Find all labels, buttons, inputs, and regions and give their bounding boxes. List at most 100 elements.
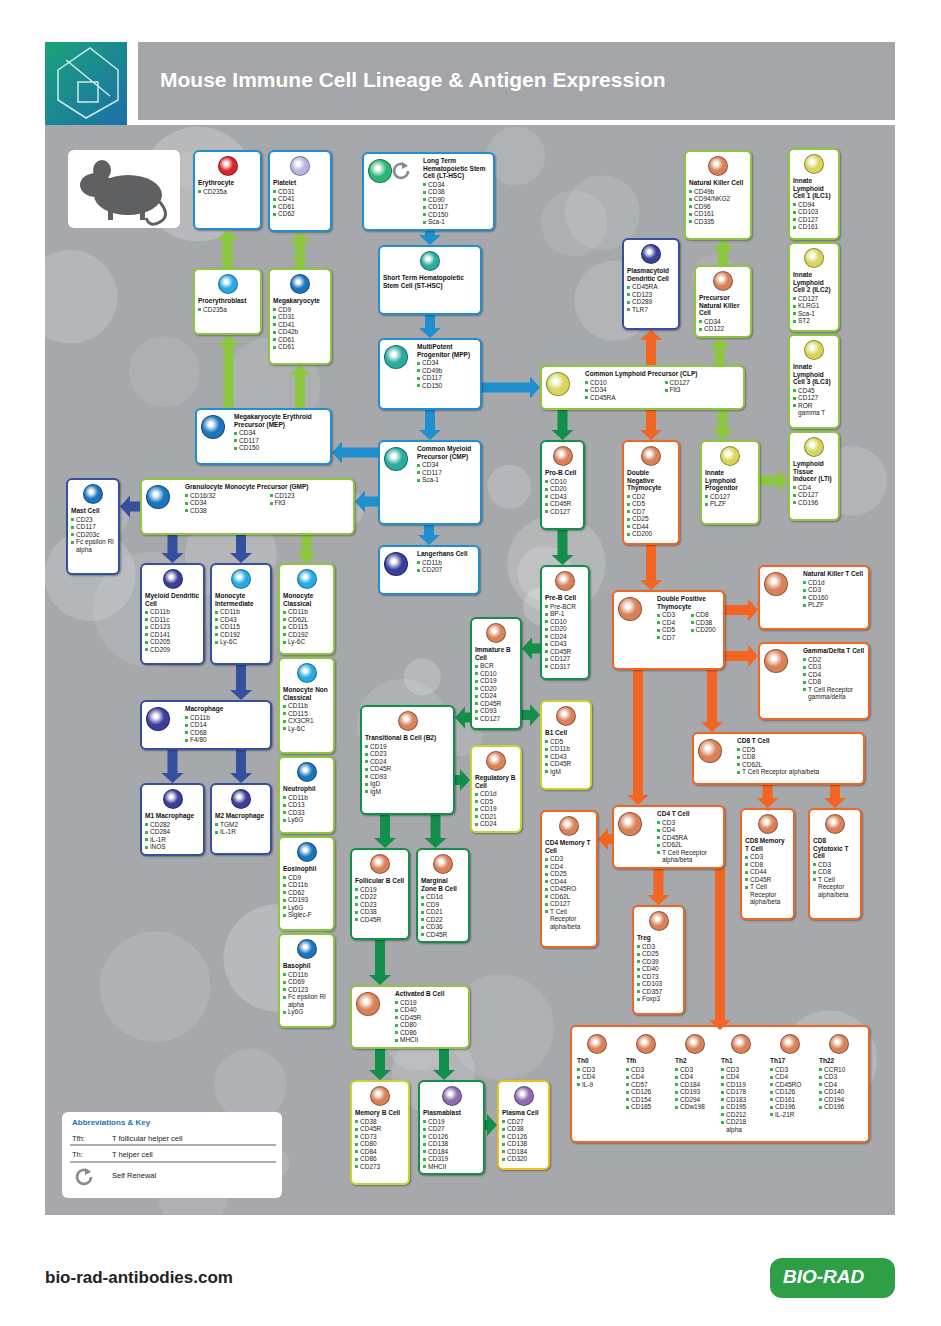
antigen-marker: CD4 (793, 484, 835, 492)
arrow-head (369, 975, 391, 985)
lineage-arrow (217, 230, 239, 268)
antigen-marker: CD4 (803, 671, 865, 679)
antigen-marker: Sca-1 (417, 476, 477, 484)
antigen-marker: CD20 (545, 625, 585, 633)
antigen-marker: CD126 (502, 1133, 545, 1141)
cell-name: Th2 (675, 1057, 715, 1065)
bokeh-circle (488, 465, 532, 509)
cell-icon (758, 814, 778, 834)
cell-name: Platelet (273, 179, 327, 187)
antigen-marker: CD13 (283, 801, 330, 809)
antigen-marker: CD45R (395, 1014, 465, 1022)
antigen-marker: CD1d (421, 893, 465, 901)
cell-box: CD8 T CellCD5CD8CD62LT Cell Receptor alp… (692, 732, 865, 785)
icon-column (145, 483, 185, 530)
arrow-head (374, 838, 396, 848)
arrow-shaft (646, 545, 656, 580)
lineage-arrow (289, 365, 311, 408)
bokeh-circle (541, 190, 607, 256)
cell-box: Natural Killer CellCD49bCD94/NKG2CD96CD1… (684, 150, 752, 240)
lineage-arrow (485, 1114, 497, 1136)
cell-icon (384, 552, 408, 576)
antigen-marker: CD41 (273, 195, 327, 203)
cell-name: CD4 T Cell (657, 810, 720, 818)
cell-box: Th0CD3CD4IL-9 (574, 1030, 620, 1130)
antigen-marker: T Cell Receptor alpha/beta (545, 908, 593, 931)
cell-icon (556, 706, 576, 726)
antigen-marker: CD45RO (545, 885, 593, 893)
antigen-marker: Sca-1 (793, 310, 835, 318)
lineage-arrow (162, 535, 184, 563)
icon-column (545, 370, 585, 405)
arrow-shaft (633, 670, 643, 795)
antigen-marker: CD2 (803, 656, 865, 664)
cell-name: CD8 T Cell (737, 737, 860, 745)
antigen-marker: Ly-6C (283, 638, 330, 646)
antigen-marker: CD34 (234, 429, 327, 437)
cell-icon (514, 1086, 534, 1106)
cell-name: Erythrocyte (198, 179, 257, 187)
antigen-marker: Fc epsilon RI alpha (283, 993, 330, 1008)
lineage-arrow (230, 665, 252, 700)
cell-icon (370, 1086, 390, 1106)
marker-list: CD10CD34CD45RACD127Flt3 (585, 379, 740, 402)
antigen-marker: CD19 (395, 999, 465, 1007)
antigen-marker: CD192 (215, 631, 267, 639)
lineage-arrow (425, 815, 447, 848)
arrow-head (627, 795, 649, 805)
antigen-marker: CD203c (71, 531, 115, 539)
lineage-arrow (640, 410, 662, 440)
arrow-shaft (558, 410, 568, 430)
marker-list: CD34CD38CD90CD117CD150Sca-1 (423, 181, 490, 226)
cell-icon (384, 447, 408, 471)
antigen-marker: IL-1R (215, 828, 267, 836)
lineage-arrow (419, 315, 441, 338)
cell-icon (804, 154, 824, 174)
arrow-shaft (532, 644, 540, 654)
marker-list: CD34CD117Sca-1 (417, 461, 477, 484)
cell-name: Th0 (577, 1057, 617, 1065)
legend-rule (70, 1162, 276, 1163)
cell-icon (555, 571, 575, 591)
antigen-marker: CD119 (721, 1081, 761, 1089)
arrow-head (778, 470, 788, 492)
cell-box: Langerhans CellCD11bCD207 (378, 545, 480, 595)
logo-lines (66, 60, 110, 102)
bokeh-circle (129, 337, 200, 408)
lineage-arrow (725, 645, 758, 667)
lineage-arrow (418, 525, 440, 545)
antigen-marker: CD160 (803, 594, 865, 602)
text-column: Activated B CellCD19CD40CD45RCD80CD86MHC… (395, 990, 465, 1044)
antigen-marker: CD4 (675, 1073, 715, 1081)
icon-column (763, 570, 803, 625)
antigen-marker: IL-21R (770, 1111, 810, 1119)
cell-name: Neutrophil (283, 785, 330, 793)
arrow-shaft (431, 815, 441, 838)
antigen-marker: CD19 (423, 1118, 480, 1126)
cell-box: Lymphoid Tissue Inducer (LTi)CD4CD127CD1… (788, 431, 840, 521)
arrow-shaft (236, 665, 246, 690)
antigen-marker: CD14 (185, 721, 267, 729)
marker-list: CD10CD20CD43CD45RCD127 (545, 478, 580, 516)
marker-list: CD127KLRG1Sca-1ST2 (793, 295, 835, 325)
antigen-marker: IgM (365, 788, 450, 796)
antigen-marker: CD69 (283, 978, 330, 986)
cell-box: BasophilCD11bCD69CD123Fc epsilon RI alph… (278, 933, 335, 1028)
cell-box: Regulatory B CellCD1dCD5CD19CD21CD24 (470, 745, 522, 833)
marker-list: CD9CD11bCD62CD193Ly6GSiglec-F (283, 874, 330, 919)
antigen-marker: CD90 (423, 196, 490, 204)
cell-box: PlasmablastCD19CD27CD126CD138CD184CD319M… (418, 1080, 485, 1175)
antigen-marker: Ly6G (283, 904, 330, 912)
antigen-marker: CD96 (689, 203, 747, 211)
cell-icon (720, 446, 740, 466)
cell-box: MultiPotent Progenitor (MPP)CD34CD49bCD1… (378, 338, 482, 410)
cell-icon (685, 1034, 705, 1054)
antigen-marker: CD3 (721, 1066, 761, 1074)
lineage-arrow (824, 785, 846, 808)
lineage-arrow (640, 330, 662, 365)
arrow-head (332, 442, 342, 464)
text-column: MacrophageCD11bCD14CD68F4/80 (185, 705, 267, 745)
marker-list: CD11bCD11cCD123CD141CD205CD209 (145, 608, 200, 653)
cell-name: Marginal Zone B Cell (421, 877, 465, 892)
marker-list: BCRCD10CD19CD20CD24CD45RCD93CD127 (475, 662, 517, 722)
